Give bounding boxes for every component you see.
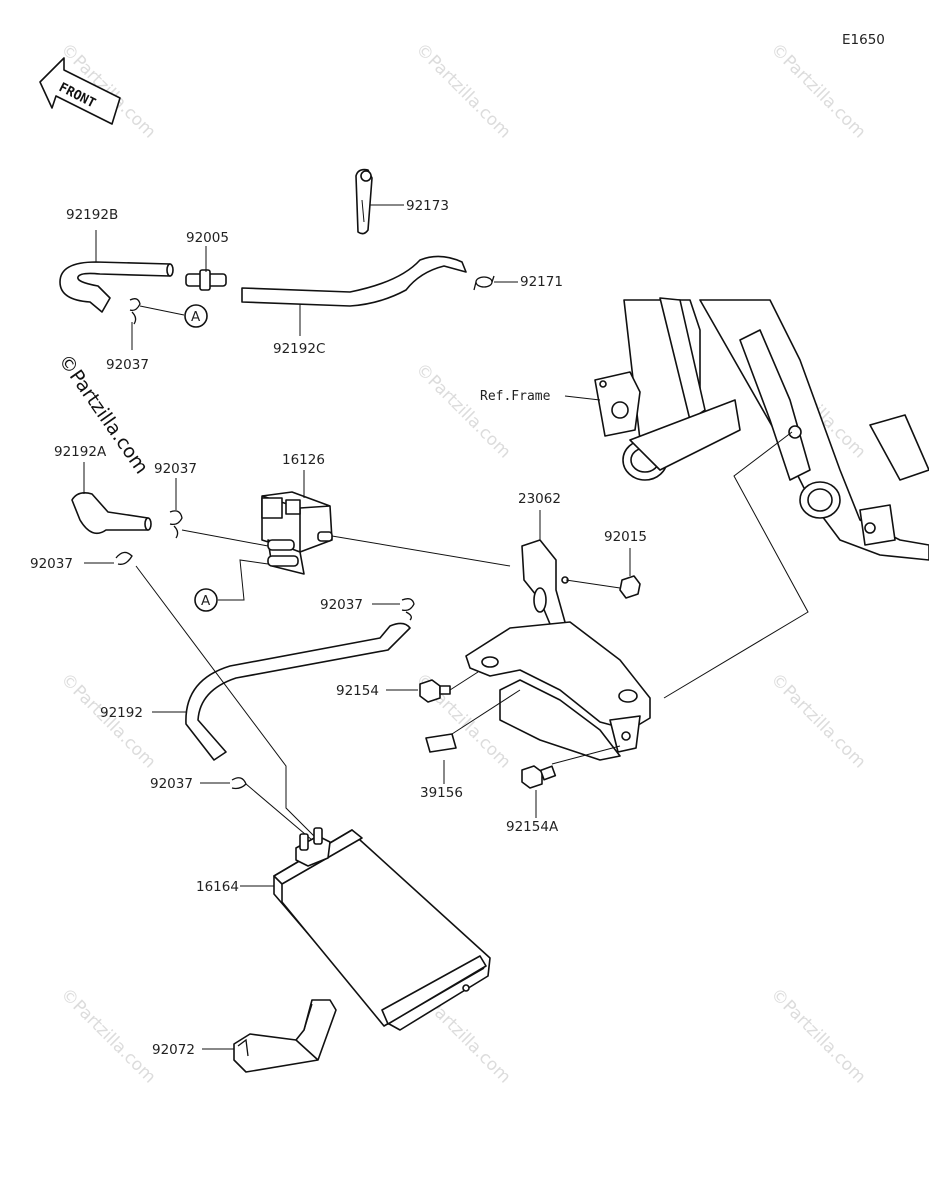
leader-line (551, 745, 621, 765)
pad-39156 (425, 733, 457, 753)
part-label-92037-low: 92037 (150, 776, 193, 792)
leader-line (449, 671, 479, 691)
part-label-92171: 92171 (520, 274, 563, 290)
leader-line (564, 395, 601, 401)
part-label-92037-right: 92037 (320, 597, 363, 613)
callout-a-circle (184, 304, 208, 328)
solenoid-valve-16126 (261, 491, 333, 575)
leader-line (181, 529, 269, 547)
bracket-23062 (465, 539, 651, 761)
part-label-92154: 92154 (336, 683, 379, 699)
part-label-92037-mid: 92037 (154, 461, 197, 477)
hose-92192 (185, 622, 411, 761)
watermark: ©Partzilla.com (411, 359, 514, 462)
part-label-92037-top: 92037 (106, 357, 149, 373)
leader-line (139, 305, 185, 316)
part-label-16164: 16164 (196, 879, 239, 895)
part-label-39156: 39156 (420, 785, 463, 801)
clip-92037-top (129, 298, 141, 325)
part-label-92192B: 92192B (66, 207, 118, 223)
watermark: ©Partzilla.com (411, 39, 514, 142)
callout-a-label: A (201, 593, 211, 609)
part-label-92005: 92005 (186, 230, 229, 246)
watermark: ©Partzilla.com (766, 984, 869, 1087)
canister-16164 (273, 827, 491, 1031)
part-label-92015: 92015 (604, 529, 647, 545)
leader-line (218, 559, 269, 601)
leader-line (565, 579, 621, 589)
leader-line (451, 689, 521, 735)
leader-line (331, 535, 511, 567)
joint-92005 (185, 269, 227, 291)
clip-plate-92173 (355, 168, 373, 235)
bolt-92154A (521, 765, 557, 789)
clip-92037-low (231, 777, 247, 790)
part-label-92154A: 92154A (506, 819, 559, 835)
holder-92072 (233, 999, 337, 1073)
part-label-23062: 23062 (518, 491, 561, 507)
part-label-92192: 92192 (100, 705, 143, 721)
watermark: ©Partzilla.com (766, 39, 869, 142)
clip-92171 (473, 275, 495, 291)
nut-92015 (619, 575, 641, 599)
diagram-code: E1650 (842, 32, 885, 48)
part-label-92072: 92072 (152, 1042, 195, 1058)
leader-line (663, 431, 809, 699)
front-arrow-icon: FRONT (39, 57, 121, 125)
leader-line (245, 783, 313, 841)
leader-line (135, 565, 319, 841)
clip-92037-mid (169, 510, 183, 539)
watermark: ©Partzilla.com (766, 669, 869, 772)
watermark-group: ©Partzilla.com ©Partzilla.com ©Partzilla… (56, 39, 869, 1087)
ref-frame-label: Ref.Frame (480, 389, 551, 404)
hose-92192A (71, 492, 149, 535)
part-label-92173: 92173 (406, 198, 449, 214)
hose-92192B (59, 261, 171, 313)
part-label-16126: 16126 (282, 452, 325, 468)
callout-a-circle (194, 588, 218, 612)
part-label-92192C: 92192C (273, 341, 325, 357)
part-label-92037-left: 92037 (30, 556, 73, 572)
clip-92037-left (115, 551, 133, 565)
frame-drawing (594, 297, 929, 561)
callout-a-label: A (191, 309, 201, 325)
part-label-92192A: 92192A (54, 444, 107, 460)
watermark: ©Partzilla.com (56, 984, 159, 1087)
clip-92037-right (401, 598, 415, 621)
bolt-92154 (419, 679, 451, 703)
hose-92192C (241, 255, 467, 307)
